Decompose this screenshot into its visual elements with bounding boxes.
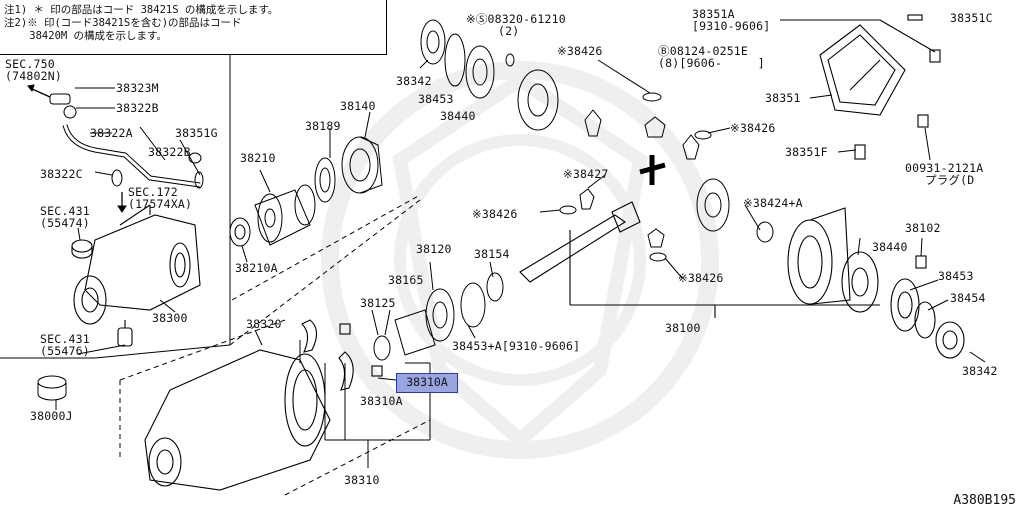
part-38322B-top[interactable]: 38322B xyxy=(116,101,159,115)
notes-box xyxy=(0,0,387,55)
part-38100[interactable]: 38100 xyxy=(665,321,701,335)
part-38210A[interactable]: 38210A xyxy=(235,261,278,275)
bolt-08124-0251E[interactable]: Ⓑ08124-0251E xyxy=(658,44,749,58)
section-dashed-lines xyxy=(119,194,431,496)
plug-label: プラグ(D xyxy=(925,173,975,187)
part-38342-right[interactable]: 38342 xyxy=(962,364,998,378)
housing-bracket-lines xyxy=(299,340,431,468)
sec172-label[interactable]: SEC.172 xyxy=(128,185,178,199)
part-38426-b[interactable]: ※38426 xyxy=(730,121,776,135)
diff-housing-drawing xyxy=(144,319,383,491)
part-38189[interactable]: 38189 xyxy=(305,119,341,133)
part-38125[interactable]: 38125 xyxy=(360,296,396,310)
part-38322B[interactable]: 38322B xyxy=(148,145,191,159)
pinion-bearing-parts-drawing xyxy=(373,272,504,361)
sec431b-code: (55476) xyxy=(40,344,90,358)
part-38120[interactable]: 38120 xyxy=(416,242,452,256)
part-38440-right[interactable]: 38440 xyxy=(872,240,908,254)
sec431a-label[interactable]: SEC.431 xyxy=(40,204,90,218)
note-line-3: 38420M の構成を示します。 xyxy=(4,30,167,42)
part-38454[interactable]: 38454 xyxy=(950,291,986,305)
part-00931-2121A[interactable]: 00931-2121A xyxy=(905,161,984,175)
leader-lines xyxy=(77,59,986,363)
part-38342-top[interactable]: 38342 xyxy=(396,74,432,88)
part-38351A-range: [9310-9606] xyxy=(692,19,771,33)
part-38426-d[interactable]: ※38426 xyxy=(678,271,724,285)
part-38320[interactable]: 38320 xyxy=(246,317,282,331)
watermark-emblem xyxy=(321,61,719,459)
part-38154[interactable]: 38154 xyxy=(474,247,510,261)
diff-carrier-drawing xyxy=(71,204,201,347)
part-38210[interactable]: 38210 xyxy=(240,151,276,165)
part-38440-top[interactable]: 38440 xyxy=(440,109,476,123)
part-38000J[interactable]: 38000J xyxy=(30,409,73,423)
part-38453-right[interactable]: 38453 xyxy=(938,269,974,283)
part-38300[interactable]: 38300 xyxy=(152,311,188,325)
sec172-code: (17574XA) xyxy=(128,197,193,211)
bolt-08124-qty: (8)[9606- ] xyxy=(658,56,765,70)
rear-cover-drawing xyxy=(780,14,941,160)
part-38322C[interactable]: 38322C xyxy=(40,167,83,181)
sec750-code: (74802N) xyxy=(5,69,62,83)
diagram-id: A380B195 xyxy=(953,493,1016,508)
highlighted-part-38310A[interactable]: 38310A xyxy=(396,373,458,393)
part-38351C[interactable]: 38351C xyxy=(950,11,993,25)
bolt-08320-61210[interactable]: ※Ⓢ08320-61210 xyxy=(466,12,566,26)
companion-flange-drawing xyxy=(229,169,316,263)
part-38102[interactable]: 38102 xyxy=(905,221,941,235)
part-38453A[interactable]: 38453+A[9310-9606] xyxy=(452,339,581,353)
part-38427[interactable]: ※38427 xyxy=(563,167,609,181)
sec431b-label[interactable]: SEC.431 xyxy=(40,332,90,346)
part-38323M[interactable]: 38323M xyxy=(116,81,159,95)
breather-hose-parts xyxy=(27,84,204,213)
part-38140[interactable]: 38140 xyxy=(340,99,376,113)
part-38426-c[interactable]: ※38426 xyxy=(472,207,518,221)
part-38424-A[interactable]: ※38424+A xyxy=(743,196,803,210)
notes-text: 注1) ＊ 印の部品はコード 38421S の構成を示します。注2)※ 印(コー… xyxy=(4,4,382,50)
part-38351[interactable]: 38351 xyxy=(765,91,801,105)
side-bearing-drawing xyxy=(419,19,559,131)
sec431a-code: (55474) xyxy=(40,216,90,230)
part-38165[interactable]: 38165 xyxy=(388,273,424,287)
part-38310[interactable]: 38310 xyxy=(344,473,380,487)
part-38351A[interactable]: 38351A xyxy=(692,7,735,21)
part-38453-top[interactable]: 38453 xyxy=(418,92,454,106)
part-38310A[interactable]: 38310A xyxy=(360,394,403,408)
part-38322A[interactable]: 38322A xyxy=(90,126,133,140)
ring-gear-drawing xyxy=(787,207,965,359)
part-38426-a[interactable]: ※38426 xyxy=(557,44,603,58)
cap-drawing xyxy=(37,375,67,410)
sec750-label[interactable]: SEC.750 xyxy=(5,57,55,71)
note-line-2: 注2)※ 印(コード38421Sを含む)の部品はコード xyxy=(4,17,242,29)
note-line-1: 注1) ＊ 印の部品はコード 38421S の構成を示します。 xyxy=(4,4,279,16)
part-38351F[interactable]: 38351F xyxy=(785,145,828,159)
part-38351G[interactable]: 38351G xyxy=(175,126,218,140)
drive-pinion-drawing xyxy=(519,201,880,318)
bolt-08320-qty: (2) xyxy=(498,24,520,38)
front-bearing-drawing xyxy=(314,111,383,203)
